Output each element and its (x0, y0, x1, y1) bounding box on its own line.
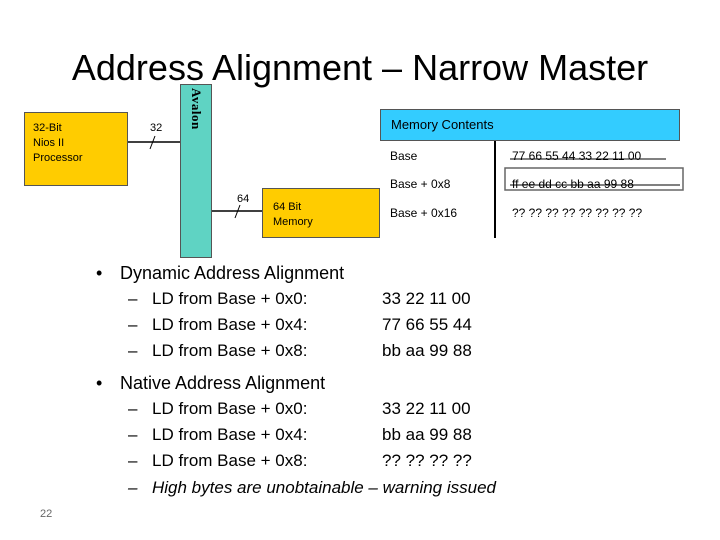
dynamic-heading: Dynamic Address Alignment (96, 261, 344, 285)
dynamic-value: bb aa 99 88 (382, 341, 472, 360)
memory-label-line: 64 Bit (273, 201, 302, 213)
dynamic-item: LD from Base + 0x8: (128, 339, 307, 363)
memory-row-highlight (504, 167, 684, 191)
memory-row-data: ff ee dd cc bb aa 99 88 (512, 177, 634, 191)
native-heading: Native Address Alignment (96, 371, 325, 395)
memory-bus-slash (234, 204, 241, 219)
processor-label-line: Processor (33, 152, 83, 164)
native-value: ?? ?? ?? ?? (382, 451, 472, 470)
native-item: LD from Base + 0x0: (128, 397, 307, 421)
page-number: 22 (40, 508, 53, 520)
dynamic-item: LD from Base + 0x0: (128, 287, 307, 311)
memory-bus-width: 64 (237, 193, 250, 205)
dynamic-item: LD from Base + 0x4: (128, 313, 307, 337)
memory-row-address: Base + 0x8 (390, 177, 451, 191)
memory-block: 64 Bit Memory (262, 188, 380, 238)
native-item: LD from Base + 0x8: (128, 449, 307, 473)
processor-label-line: 32-Bit (33, 122, 62, 134)
memory-row-data: 77 66 55 44 33 22 11 00 (512, 149, 642, 163)
dynamic-value: 77 66 55 44 (382, 315, 472, 334)
native-value: 33 22 11 00 (382, 399, 471, 418)
processor-block: 32-Bit Nios II Processor (24, 112, 128, 186)
native-note: High bytes are unobtainable – warning is… (128, 476, 496, 500)
processor-label-line: Nios II (33, 137, 65, 149)
processor-bus-slash (149, 135, 156, 150)
native-item: LD from Base + 0x4: (128, 423, 307, 447)
avalon-label: Avalon (189, 88, 204, 130)
memory-row-data: ?? ?? ?? ?? ?? ?? ?? ?? (512, 206, 643, 220)
memory-label-line: Memory (273, 216, 313, 228)
memory-row-address: Base (390, 149, 418, 163)
native-value: bb aa 99 88 (382, 425, 472, 444)
memory-row-address: Base + 0x16 (390, 206, 458, 220)
slide-title: Address Alignment – Narrow Master (71, 47, 649, 88)
avalon-bus (180, 84, 212, 258)
processor-bus-width: 32 (150, 122, 163, 134)
memory-contents-header: Memory Contents (380, 109, 680, 141)
dynamic-value: 33 22 11 00 (382, 289, 471, 308)
